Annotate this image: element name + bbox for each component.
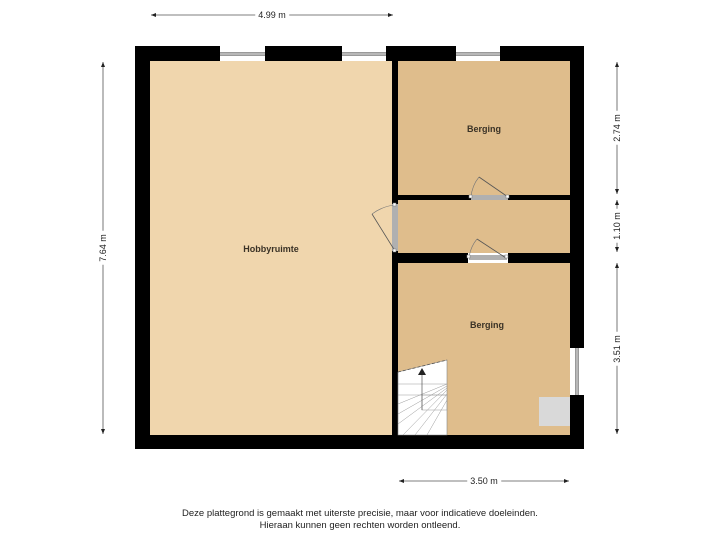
wall-left — [135, 46, 150, 449]
door-berging-top-icon — [468, 176, 510, 200]
dimension-bottom-width: 3.50 m — [467, 476, 501, 486]
wall-inner-h2-right — [508, 253, 570, 263]
window-top-2 — [342, 46, 386, 61]
wall-inner-h1-right — [508, 195, 570, 200]
room-hallway — [398, 200, 570, 253]
door-hobbyruimte-icon — [371, 202, 398, 253]
window-right — [570, 348, 584, 395]
wall-right-lower — [570, 395, 584, 449]
disclaimer-line-1: Deze plattegrond is gemaakt met uiterste… — [182, 508, 538, 519]
window-top-3 — [456, 46, 500, 61]
wall-top-4 — [500, 46, 584, 61]
stairs-icon — [397, 359, 448, 436]
wall-right-upper — [570, 46, 584, 348]
room-label-hobbyruimte: Hobbyruimte — [243, 244, 299, 254]
wall-center-lower — [392, 251, 398, 435]
dimension-top-width: 4.99 m — [255, 10, 289, 20]
disclaimer: Deze plattegrond is gemaakt met uiterste… — [0, 508, 720, 532]
wall-top-2 — [265, 46, 342, 61]
door-berging-bottom-icon — [466, 238, 509, 263]
dimension-right-middle: 1.10 m — [612, 209, 622, 243]
room-label-berging-bottom: Berging — [469, 320, 505, 330]
wall-top-1 — [135, 46, 220, 61]
wall-top-3 — [386, 46, 456, 61]
disclaimer-line-2: Hieraan kunnen geen rechten worden ontle… — [259, 520, 461, 531]
room-hobbyruimte — [150, 61, 392, 435]
dimension-right-top: 2.74 m — [612, 111, 622, 145]
wall-bottom — [135, 435, 584, 449]
appliance-box — [539, 397, 570, 426]
room-berging-top — [398, 61, 570, 195]
room-label-berging-top: Berging — [466, 124, 502, 134]
window-top-1 — [220, 46, 265, 61]
wall-inner-h1-left — [398, 195, 471, 200]
wall-inner-h2-left — [398, 253, 468, 263]
dimension-right-bottom: 3.51 m — [612, 332, 622, 366]
dimension-left-height: 7.64 m — [98, 231, 108, 265]
wall-center-upper — [392, 61, 398, 204]
